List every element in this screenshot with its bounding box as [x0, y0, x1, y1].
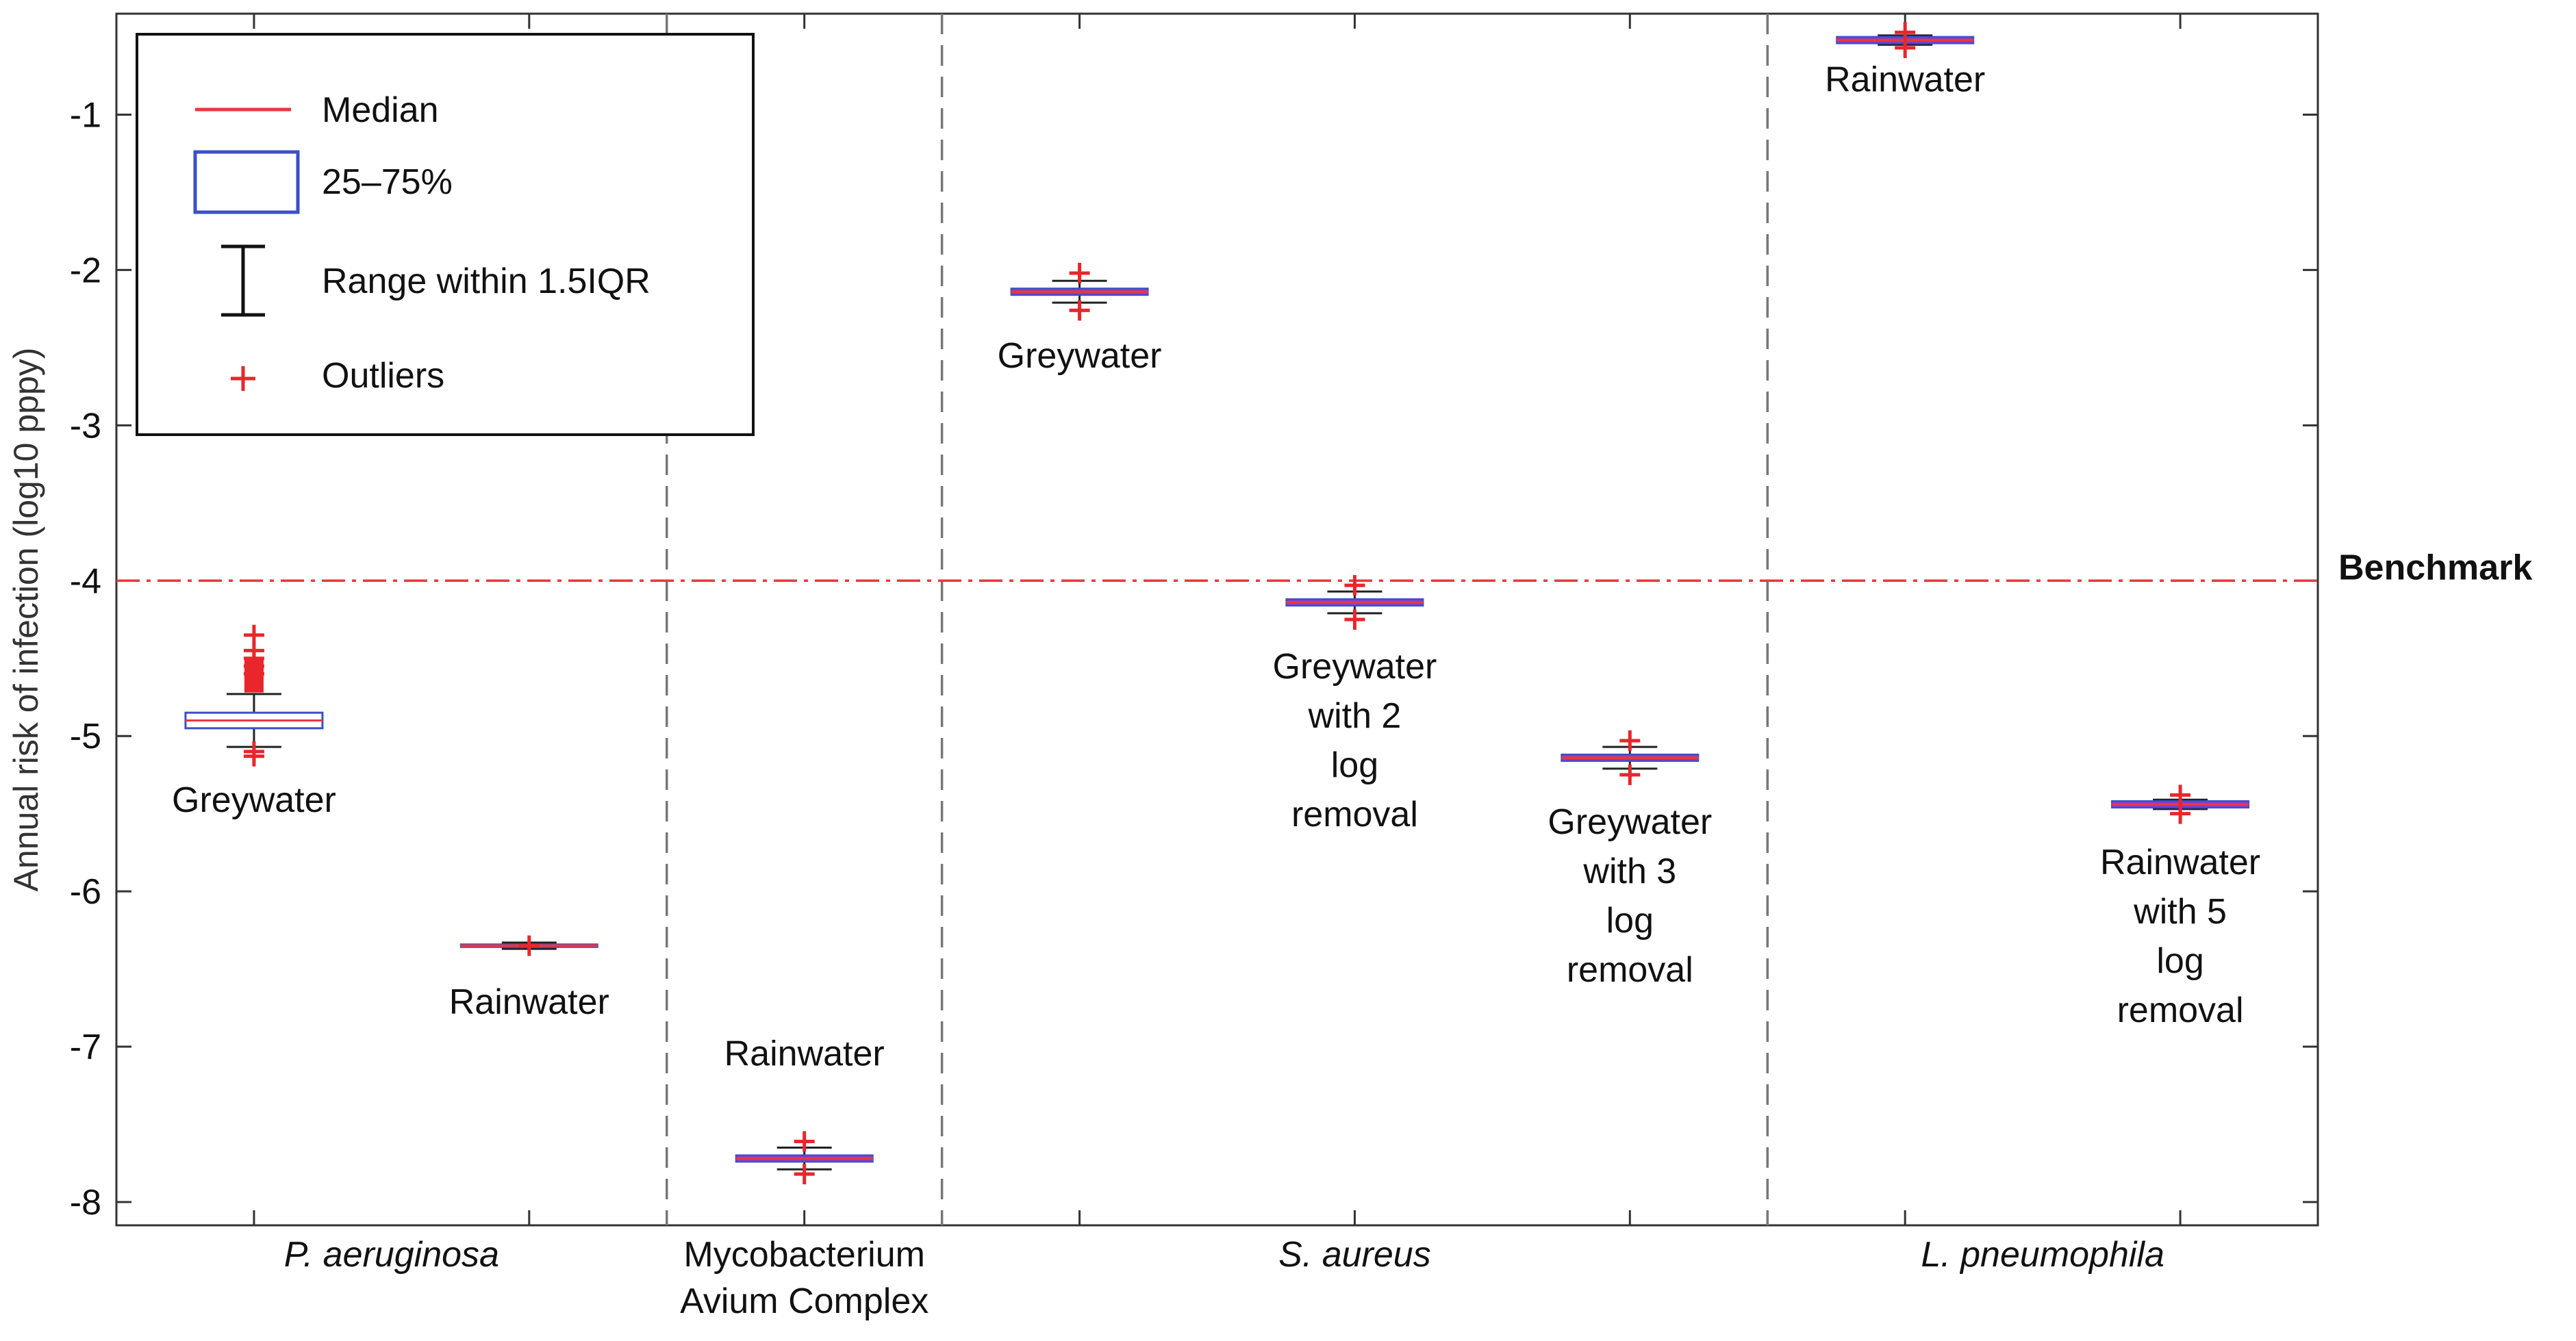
outlier-marker [794, 1131, 815, 1152]
y-tick-label: -2 [70, 251, 101, 290]
y-tick-label: -1 [70, 96, 101, 136]
group-label: P. aeruginosa [284, 1235, 499, 1275]
outlier-marker [1344, 609, 1365, 630]
outlier-marker [1895, 37, 1916, 58]
legend-box-symbol [193, 150, 300, 214]
box-label: Rainwater [724, 1034, 885, 1074]
outlier-marker [1069, 262, 1090, 283]
group-label: S. aureus [1278, 1235, 1431, 1275]
outlier-marker [2170, 803, 2191, 824]
box-label: removal [2117, 991, 2244, 1030]
box-label: Greywater [998, 336, 1162, 376]
box-label: Rainwater [1825, 60, 1985, 100]
box-label: Greywater [1548, 802, 1712, 842]
box-label: removal [1567, 950, 1693, 990]
y-tick-label: -6 [70, 872, 101, 912]
box-label: Greywater [172, 780, 336, 820]
legend-label: 25–75% [322, 162, 453, 202]
box-label: with 2 [1308, 696, 1402, 736]
box-label: log [2156, 941, 2204, 981]
outlier-marker [243, 624, 264, 646]
group-label: Mycobacterium [683, 1235, 925, 1275]
outlier-cluster [244, 658, 264, 693]
box-label: Greywater [1273, 647, 1437, 687]
group-label: L. pneumophila [1921, 1235, 2164, 1275]
box-label: with 3 [1582, 852, 1676, 891]
box-label: log [1606, 901, 1654, 941]
plot-frame [115, 12, 2319, 1227]
outlier-marker [2170, 784, 2191, 806]
outlier-marker [1344, 575, 1365, 596]
legend-outlier-symbol [231, 366, 255, 391]
group-label-line2: Avium Complex [680, 1281, 929, 1321]
benchmark-label: Benchmark [2338, 548, 2532, 587]
legend-box [136, 33, 755, 436]
y-axis-label: Annual risk of infection (log10 pppy) [7, 348, 45, 892]
y-tick-label: -5 [70, 717, 101, 756]
box-label: log [1331, 745, 1378, 785]
legend-label: Median [322, 90, 439, 130]
outlier-marker [518, 935, 540, 956]
box-label: with 5 [2133, 892, 2227, 932]
y-tick-label: -4 [70, 561, 101, 601]
outlier-marker [1619, 730, 1641, 751]
outlier-marker [1069, 300, 1090, 321]
box-label: Rainwater [449, 982, 609, 1022]
box-label: Rainwater [2100, 843, 2260, 882]
outlier-marker [243, 745, 264, 767]
y-tick-label: -7 [70, 1027, 101, 1067]
y-tick-label: -3 [70, 406, 101, 446]
outlier-marker [1619, 764, 1641, 785]
y-tick-label: -8 [70, 1183, 101, 1223]
outlier-marker [794, 1164, 815, 1185]
legend-label: Outliers [322, 356, 444, 396]
box-label: removal [1291, 795, 1418, 834]
legend-label: Range within 1.5IQR [322, 261, 651, 301]
